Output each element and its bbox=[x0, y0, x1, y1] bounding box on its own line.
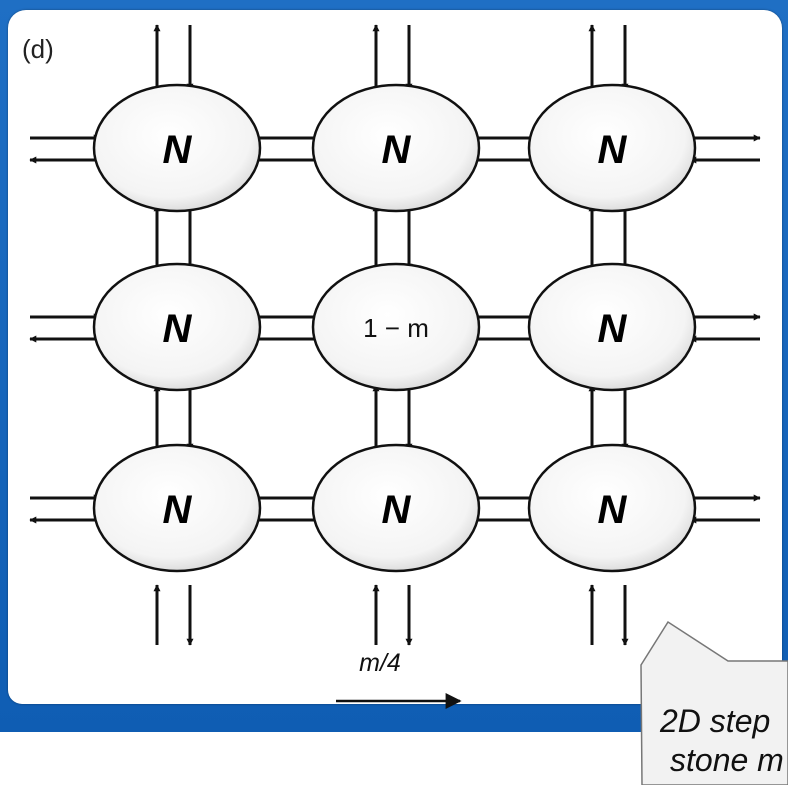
node-label: N bbox=[598, 488, 628, 532]
lattice-node bbox=[92, 83, 262, 213]
lattice-node bbox=[527, 443, 697, 573]
lattice-nodes: N N N N 1 − m N N N N bbox=[92, 83, 697, 573]
callout-line-1: 2D step bbox=[659, 703, 770, 739]
center-node-label: 1 − m bbox=[363, 313, 429, 343]
node-label: N bbox=[382, 488, 412, 532]
lattice-node bbox=[311, 83, 481, 213]
lattice-node bbox=[92, 262, 262, 392]
node-label: N bbox=[598, 128, 628, 172]
flux-arrows bbox=[29, 24, 761, 646]
center-node bbox=[311, 262, 481, 392]
node-label: N bbox=[163, 128, 193, 172]
rate-label: m/4 bbox=[359, 649, 401, 677]
node-label: N bbox=[163, 488, 193, 532]
lattice-node bbox=[311, 443, 481, 573]
lattice-node bbox=[92, 443, 262, 573]
lattice-node bbox=[527, 83, 697, 213]
callout-line-2: stone m bbox=[670, 742, 784, 778]
callout-bubble bbox=[640, 620, 788, 785]
node-label: N bbox=[382, 128, 412, 172]
node-label: N bbox=[598, 307, 628, 351]
node-label: N bbox=[163, 307, 193, 351]
panel-label: (d) bbox=[22, 34, 54, 64]
lattice-node bbox=[527, 262, 697, 392]
